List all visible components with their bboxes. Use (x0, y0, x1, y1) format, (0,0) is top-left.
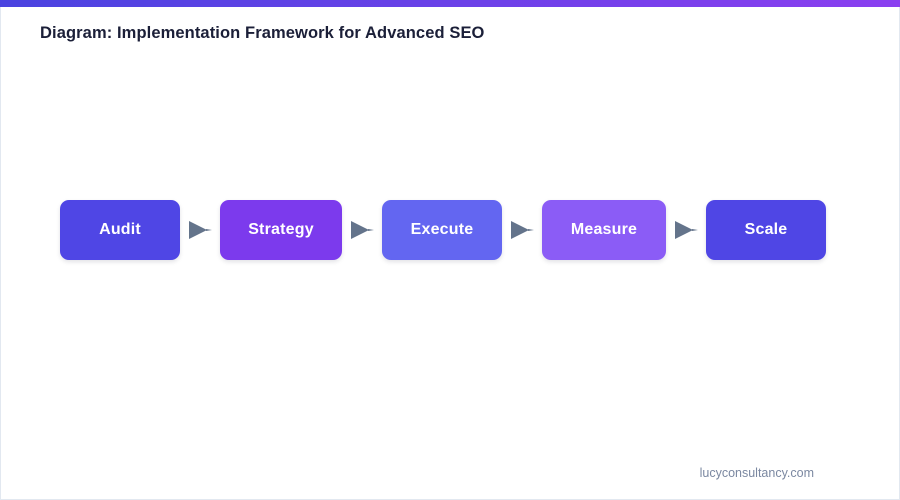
flow-connector (502, 200, 542, 260)
flow-connector (666, 200, 706, 260)
page-title: Diagram: Implementation Framework for Ad… (40, 24, 485, 42)
flow-node-label: Scale (744, 221, 788, 238)
flow-node-measure[interactable]: Measure (542, 200, 666, 260)
arrow-right-triangle-icon (675, 221, 698, 239)
flow-node-label: Measure (570, 221, 638, 238)
flow-connector (180, 200, 220, 260)
flow-node-label: Strategy (248, 221, 314, 238)
arrow-right-triangle-icon (511, 221, 534, 239)
flow-connector (342, 200, 382, 260)
flow-node-audit[interactable]: Audit (60, 200, 180, 260)
flow-node-scale[interactable]: Scale (706, 200, 826, 260)
top-accent-bar (0, 0, 900, 7)
arrow-right-triangle-icon (189, 221, 212, 239)
flow-node-execute[interactable]: Execute (382, 200, 502, 260)
arrow-right-triangle-icon (351, 221, 374, 239)
flow-node-strategy[interactable]: Strategy (220, 200, 342, 260)
process-flow: Audit Strategy Execute Measure Scale (60, 200, 826, 260)
footer-source-label: lucyconsultancy.com (699, 466, 814, 480)
flow-node-label: Execute (410, 221, 474, 238)
flow-node-label: Audit (99, 221, 141, 238)
